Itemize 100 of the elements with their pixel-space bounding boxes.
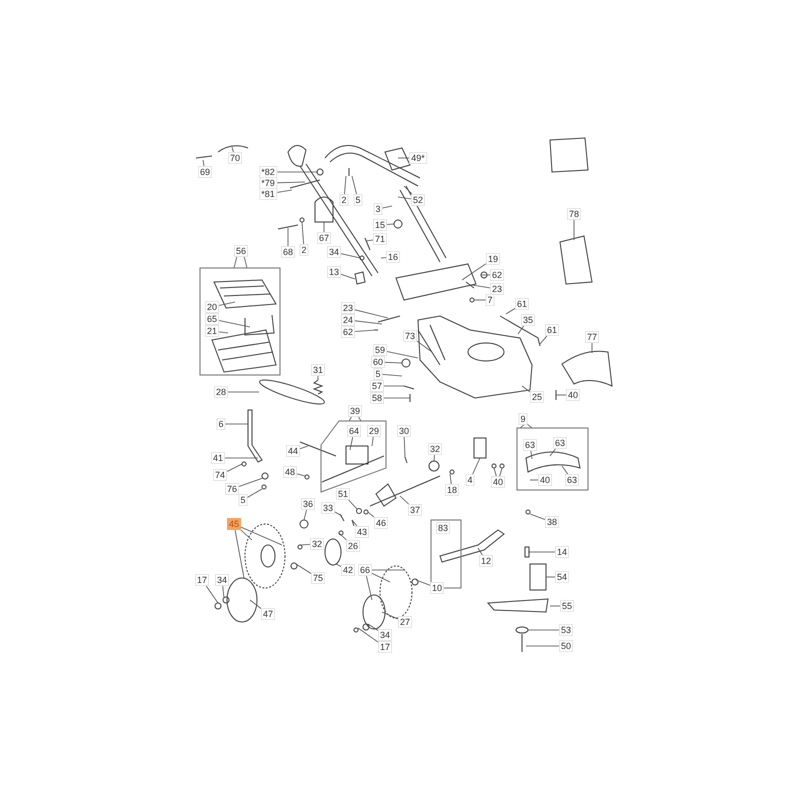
part-group-frame — [199, 244, 281, 376]
callout-number: 45 — [227, 518, 241, 530]
leader-line — [334, 512, 342, 516]
leader-line — [400, 496, 409, 504]
callout-number: 15 — [373, 219, 387, 231]
callout-number: 39 — [348, 405, 362, 417]
callout-number: 21 — [205, 325, 219, 337]
leader-line — [226, 464, 242, 472]
leader-line — [296, 564, 312, 574]
leader-line — [276, 190, 292, 193]
callout-number: 50 — [559, 640, 573, 652]
leader-line — [238, 478, 264, 487]
leader-line — [304, 510, 307, 520]
leader-line — [202, 160, 204, 166]
leader-line — [472, 458, 480, 474]
callout-number: 4 — [466, 474, 474, 486]
callout-number: 66 — [358, 564, 372, 576]
leader-line — [338, 532, 347, 540]
leader-line — [382, 374, 402, 376]
leader-line — [350, 436, 354, 450]
leader-line — [556, 394, 566, 396]
callout-number: 6 — [216, 418, 226, 430]
callout-number: *81 — [259, 188, 277, 200]
leader-line — [530, 514, 546, 520]
callout-number: 78 — [567, 208, 581, 220]
leader-line — [340, 274, 356, 280]
callout-number: 5 — [238, 494, 248, 506]
leader-line — [386, 351, 418, 358]
leader-line — [386, 224, 394, 225]
callout-number: 10 — [430, 582, 444, 594]
callout-number: 63 — [553, 437, 567, 449]
leader-line — [540, 336, 548, 344]
leader-line — [562, 466, 568, 474]
leader-line — [358, 628, 378, 642]
callout-number: 32 — [310, 538, 324, 550]
leader-line — [472, 284, 490, 288]
leader-line — [404, 186, 412, 194]
leader-line — [232, 146, 234, 152]
callout-number: 16 — [386, 251, 400, 263]
callout-number: 17 — [195, 574, 209, 586]
callout-number: 42 — [341, 564, 355, 576]
leader-line — [518, 326, 524, 334]
leader-line — [416, 340, 432, 352]
callout-number: 5 — [374, 368, 382, 380]
leader-line — [434, 454, 435, 462]
leader-line — [416, 580, 430, 586]
callout-number: 63 — [523, 439, 537, 451]
callout-number: 65 — [205, 313, 219, 325]
leader-line — [550, 448, 556, 456]
callout-number: 44 — [286, 445, 300, 457]
callout-number: 69 — [198, 166, 212, 178]
callout-number: 33 — [321, 502, 335, 514]
callout-number: 76 — [225, 483, 239, 495]
callout-number: 40 — [491, 476, 505, 488]
callout-number: 56 — [234, 245, 248, 257]
callout-number: 47 — [261, 608, 275, 620]
leader-line — [546, 576, 556, 578]
callout-number: 26 — [346, 540, 360, 552]
callout-number: 63 — [565, 474, 579, 486]
callout-number: 34 — [215, 574, 229, 586]
leader-line — [382, 206, 392, 208]
leader-line — [296, 474, 306, 476]
callout-number: 73 — [403, 330, 417, 342]
callout-number: 28 — [214, 386, 228, 398]
leader-line — [530, 450, 532, 460]
leader-line — [499, 468, 502, 476]
callout-number: 19 — [486, 253, 500, 265]
leader-line — [240, 530, 252, 540]
leader-line — [368, 512, 374, 518]
leader-line — [240, 526, 282, 546]
leader-line — [247, 488, 262, 498]
leader-line — [352, 176, 357, 194]
callout-number: 49* — [409, 152, 427, 164]
callout-number: 2 — [340, 194, 348, 206]
callout-number: 32 — [428, 443, 442, 455]
callout-number: *82 — [259, 166, 277, 178]
callout-number: 77 — [585, 331, 599, 343]
leader-line — [336, 564, 342, 567]
callout-number: 18 — [445, 484, 459, 496]
leader-line — [218, 332, 228, 334]
leader-line — [382, 612, 398, 620]
leader-line — [206, 586, 218, 604]
callout-number: 12 — [479, 555, 493, 567]
leader-line — [300, 446, 308, 450]
leader-line — [380, 257, 386, 258]
callout-number: 14 — [555, 546, 569, 558]
leader-line — [398, 196, 412, 200]
callout-number: 53 — [559, 624, 573, 636]
callout-number: 5 — [354, 194, 362, 206]
callout-number: 3 — [374, 203, 382, 215]
leader-line — [276, 182, 306, 184]
callout-number: 17 — [378, 641, 392, 653]
callout-number: 70 — [228, 152, 242, 164]
leader-line — [302, 222, 304, 244]
leader-line — [218, 302, 236, 306]
leader-line — [234, 530, 244, 578]
leader-line — [450, 474, 452, 484]
leader-line — [522, 386, 530, 392]
callout-number: 43 — [355, 526, 369, 538]
callout-number: 24 — [341, 314, 355, 326]
